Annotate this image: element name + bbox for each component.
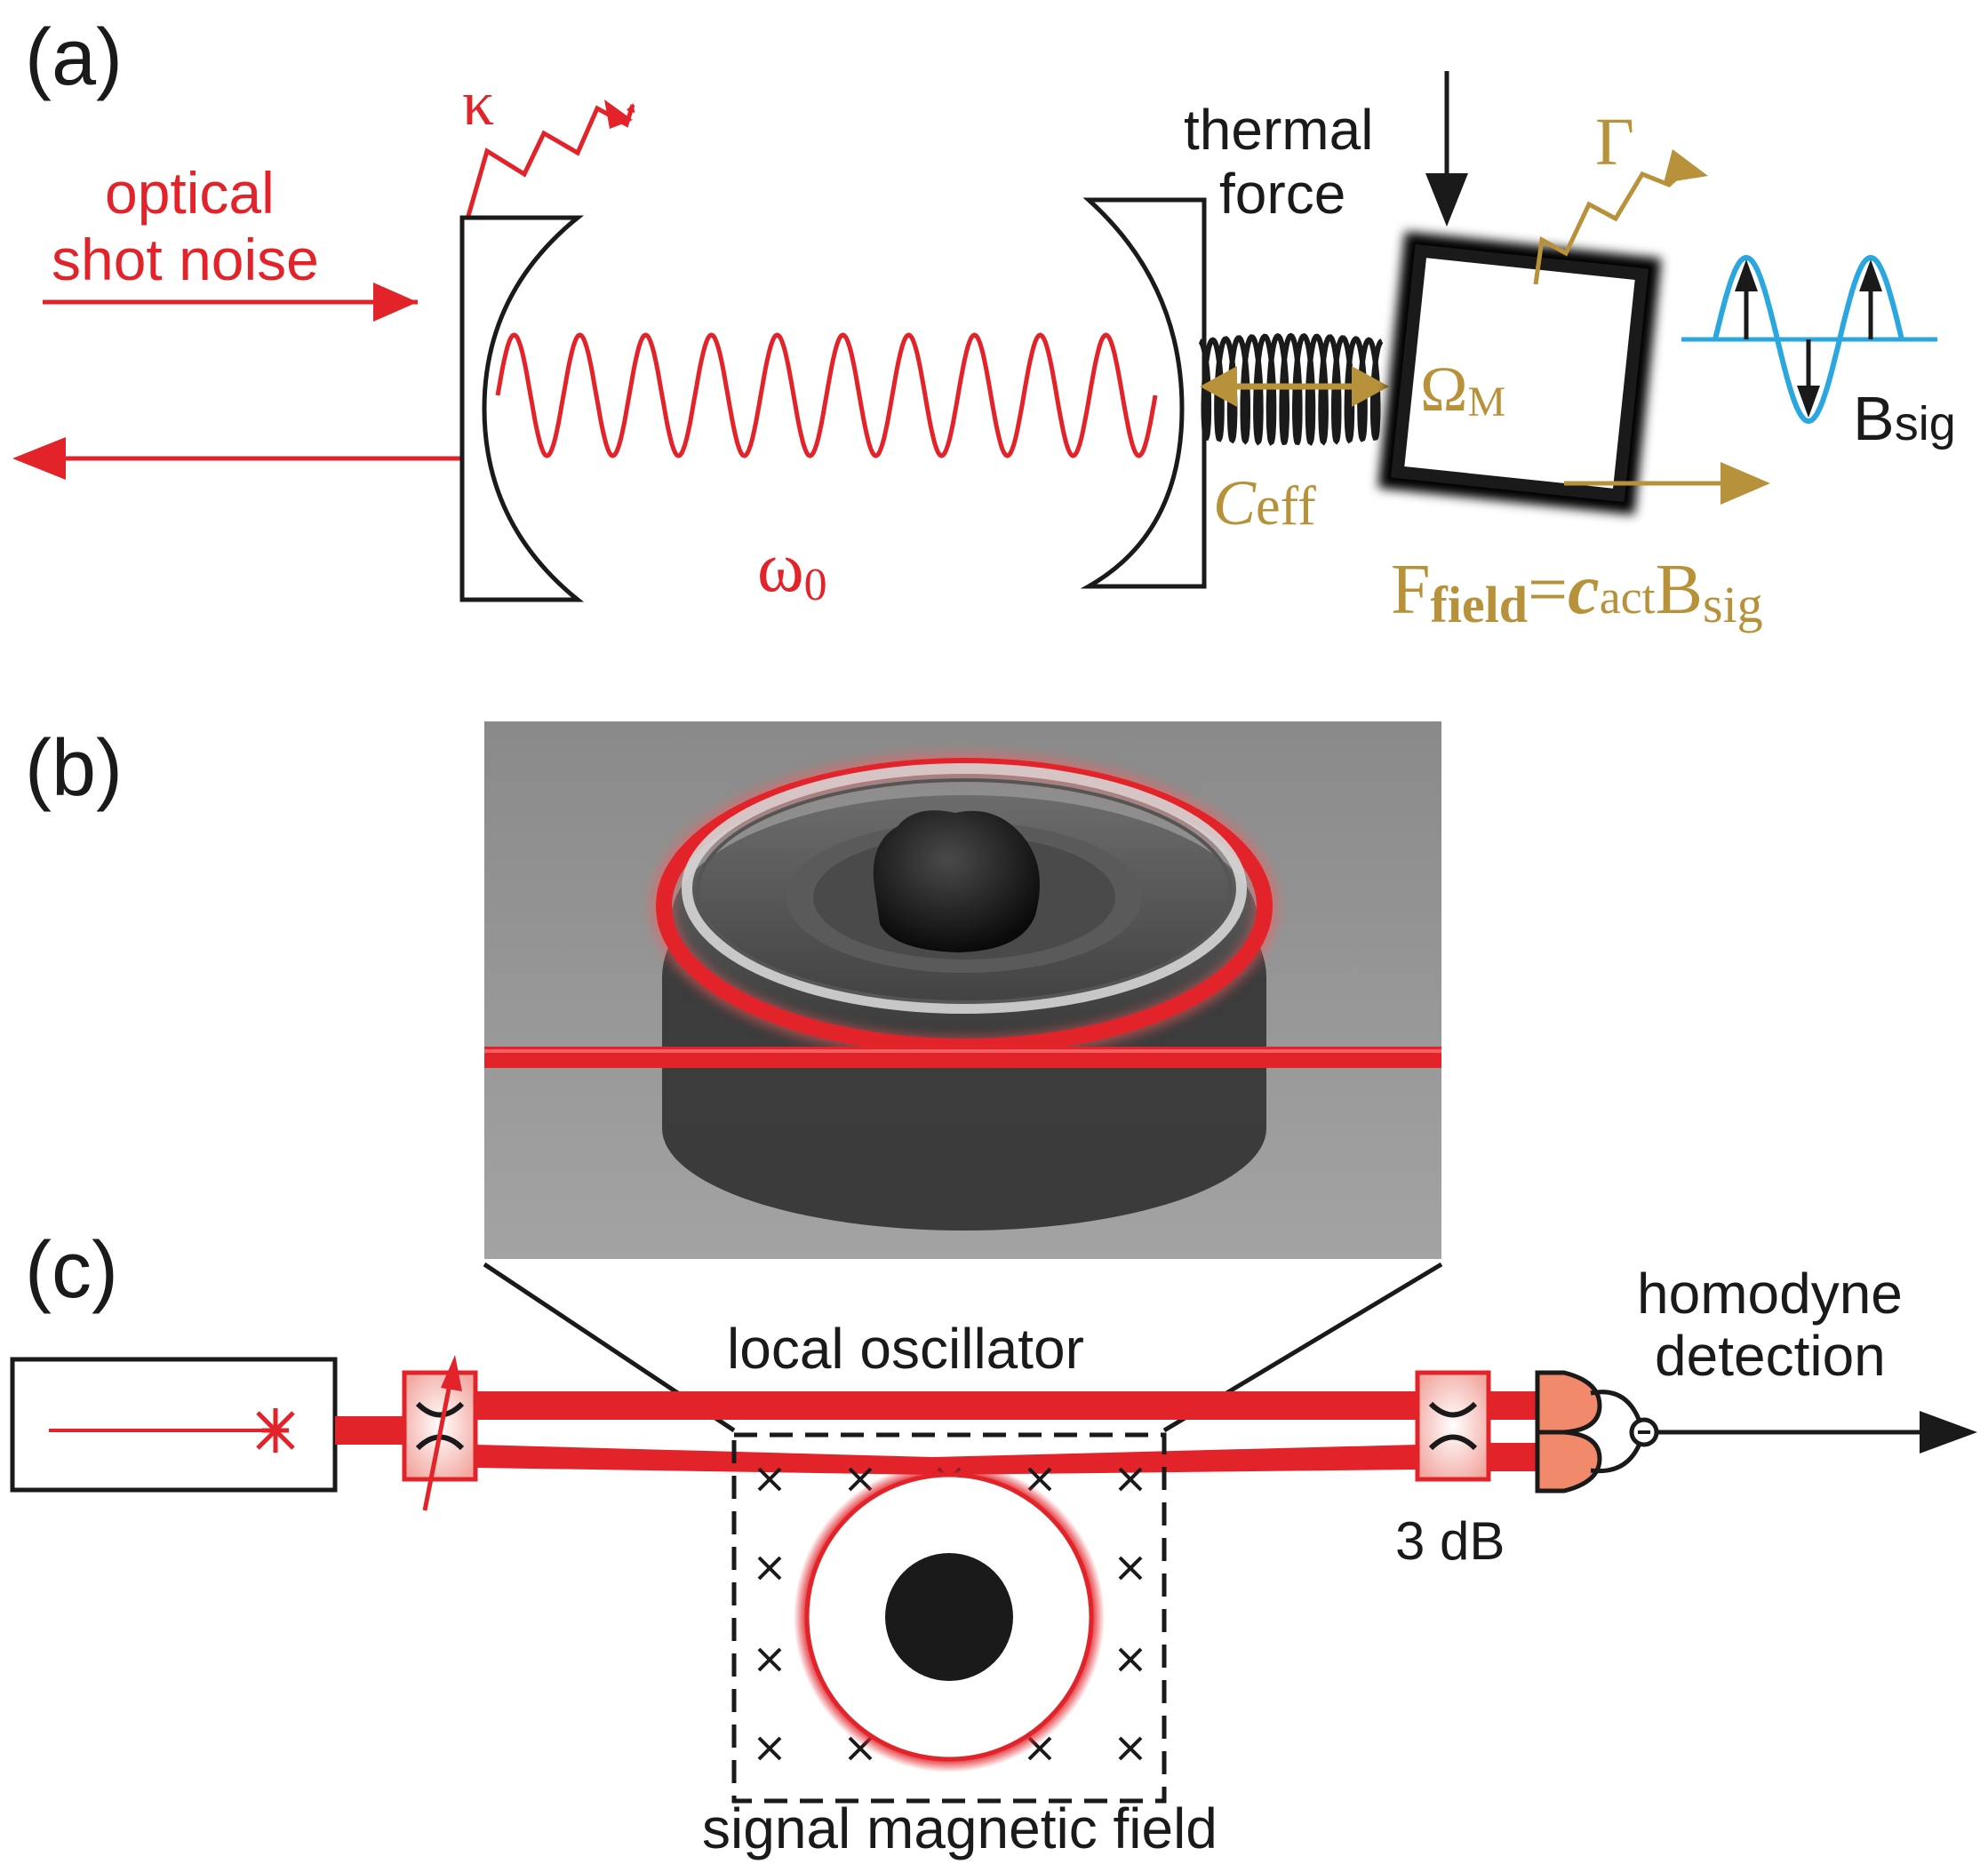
gamma-symbol: Γ: [1595, 105, 1634, 179]
cross-marker: [1118, 1467, 1143, 1492]
tunable-arrow: [422, 1374, 454, 1511]
tunable-coupler: [402, 1370, 478, 1482]
output-beam-arrowhead: [12, 437, 66, 480]
signal-field-region: [731, 1432, 1167, 1804]
panel-c: 3 dB homodyne detection local oscillator…: [10, 1262, 1977, 1860]
cross-marker: [757, 1556, 782, 1581]
ceff-subscript: eff: [1256, 476, 1316, 537]
omega0-label: ω0: [757, 529, 827, 610]
three-db-label: 3 dB: [1395, 1511, 1505, 1571]
omega-m-label: ΩM: [1420, 354, 1505, 426]
kappa-symbol: κ: [462, 68, 494, 139]
spring: [1198, 332, 1384, 446]
force-equation: Ffield=cactBsig: [1391, 551, 1763, 633]
thermal-force-arrowhead: [1425, 173, 1468, 227]
optical-shot-noise-line2: shot noise: [52, 227, 319, 292]
panel-c-label: (c): [25, 1226, 118, 1315]
signal-field-label: signal magnetic field: [702, 1796, 1218, 1860]
cavity-field-wave: [495, 332, 1158, 458]
cross-marker: [1118, 1647, 1143, 1672]
input-beam-arrowhead: [373, 283, 418, 322]
bsig-up-arrowhead-1: [1735, 259, 1758, 291]
mechanical-resonator: [1377, 231, 1662, 515]
omega0-symbol: ω: [757, 529, 804, 607]
bsig-subscript: sig: [1895, 397, 1956, 450]
three-db-coupler: [1415, 1370, 1491, 1482]
gamma-decay-arrow: [1533, 167, 1689, 285]
cross-marker: [1118, 1736, 1143, 1761]
coupling-arrowhead-left: [1200, 366, 1237, 407]
omega-m-subscript: M: [1468, 378, 1506, 426]
bsig-label: Bsig: [1853, 384, 1956, 453]
ceff-label: Ceff: [1213, 467, 1316, 538]
magnetostrictive-particle: [873, 810, 1040, 952]
coupling-arrowhead-right: [1352, 366, 1389, 407]
laser-box: [10, 1357, 338, 1493]
tunable-arrowhead: [441, 1355, 462, 1391]
thermal-force-line2: force: [1219, 162, 1345, 226]
photodetector-top: [1535, 1370, 1602, 1435]
panel-a-label: (a): [25, 13, 123, 102]
toroid-rim-inner: [696, 778, 1233, 1004]
field-force-arrowhead: [1721, 462, 1770, 505]
gamma-arrowhead: [1664, 149, 1708, 183]
optical-shot-noise-line1: optical: [105, 160, 275, 226]
thermal-force-line1: thermal: [1184, 98, 1373, 162]
kappa-arrowhead: [604, 100, 633, 129]
photodetector-bottom: [1535, 1430, 1602, 1494]
toroid-rim-outer: [682, 763, 1247, 1014]
left-mirror: [459, 215, 585, 602]
local-oscillator-label: local oscillator: [727, 1317, 1084, 1381]
b-sig-symbol-2: B: [1656, 551, 1703, 629]
c-act-subscript: act: [1600, 570, 1656, 624]
homodyne-line1: homodyne: [1637, 1262, 1903, 1326]
panel-b-label: (b): [25, 724, 123, 813]
right-mirror: [1080, 197, 1207, 589]
laser-star-icon: [256, 1408, 295, 1453]
f-subscript: field: [1431, 576, 1529, 633]
signal-beam: [475, 1445, 1417, 1475]
omega0-subscript: 0: [804, 560, 827, 610]
cross-marker: [757, 1467, 782, 1492]
b-sig-subscript-2: sig: [1703, 576, 1763, 633]
magnetic-particle: [885, 1553, 1013, 1681]
homodyne-arrowhead: [1920, 1411, 1977, 1454]
cross-marker: [757, 1647, 782, 1672]
ceff-symbol: C: [1213, 467, 1257, 538]
c-act-symbol: c: [1568, 551, 1600, 629]
coupler-symbol-right: [1428, 1401, 1478, 1451]
f-symbol: F: [1391, 551, 1431, 629]
cross-marker: [757, 1736, 782, 1761]
cross-marker: [1118, 1556, 1143, 1581]
homodyne-line2: detection: [1655, 1324, 1886, 1388]
bsig-symbol: B: [1853, 384, 1895, 453]
bsig-down-arrowhead: [1797, 386, 1820, 418]
field-into-page-markers: [757, 1467, 1143, 1761]
panel-a: κ optical shot noise ω0 Ceff: [12, 68, 1956, 633]
bsig-wave: [1713, 255, 1904, 425]
omega-m-symbol: Ω: [1420, 354, 1468, 425]
panel-b-render: [484, 721, 1441, 1259]
equals-sign: =: [1528, 551, 1568, 629]
bsig-up-arrowhead-2: [1859, 259, 1882, 291]
